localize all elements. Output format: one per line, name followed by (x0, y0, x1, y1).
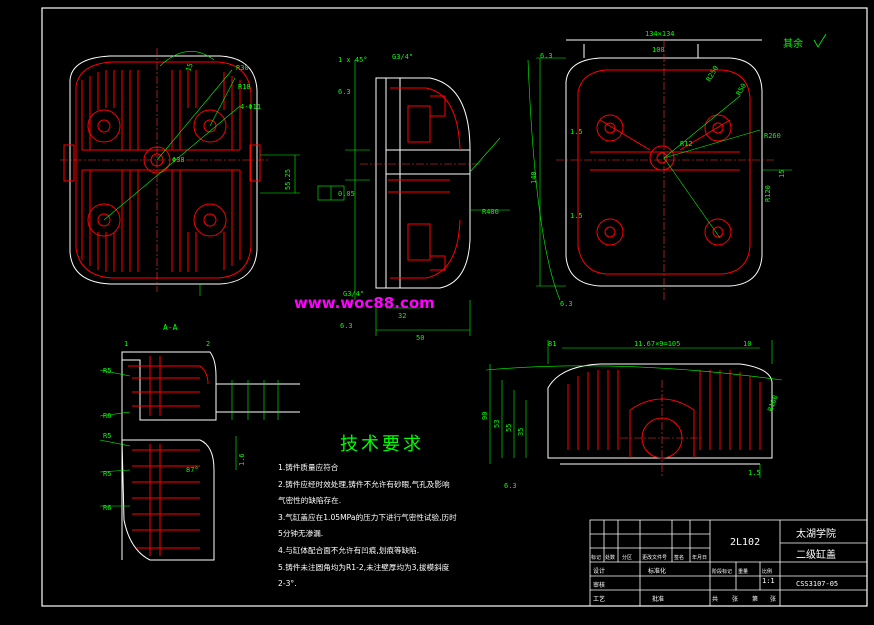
dim-6-3-b: 6.3 (340, 322, 353, 330)
requirement-item: 气密性的缺陷存在. (278, 496, 342, 506)
drawing-frame (41, 7, 868, 607)
head-sign: 签名 (674, 554, 684, 561)
dim-140: 140 (530, 171, 538, 184)
label-page: 第 (752, 595, 758, 603)
dim-r250: R250 (705, 64, 720, 83)
label-standard: 标准化 (648, 567, 666, 575)
dim-1-5-a: 1.5 (570, 128, 583, 136)
dim-g34-top: G3/4" (392, 53, 413, 61)
dim-55-25: 55.25 (284, 169, 292, 190)
dim-81: 81 (548, 340, 556, 348)
school-name: 太湖学院 (796, 527, 836, 540)
label-scale: 比例 (762, 568, 772, 575)
dim-r5-c: R5 (103, 470, 111, 478)
dim-3-5: 1.5 (748, 469, 761, 477)
dim-r400: R400 (482, 208, 499, 216)
dim-r18: R18 (238, 83, 251, 91)
section-label: A-A (163, 323, 178, 332)
dim-chamfer: 1 x 45° (338, 56, 368, 64)
label-review: 审核 (593, 581, 605, 589)
drawing-code: 2L102 (730, 537, 760, 548)
requirement-item: 4.与缸体配合面不允许有凹痕,划痕等缺陷. (278, 545, 420, 555)
head-change-doc: 更改文件号 (642, 554, 667, 561)
dim-d38: Φ38 (172, 156, 185, 164)
front-section-view: 1 x 45° G3/4" G3/4" 0.05 R400 50 32 6.3 … (317, 53, 510, 342)
label-stage: 阶段标记 (712, 568, 732, 575)
dim-90: 90 (481, 412, 489, 420)
dim-r12: R12 (680, 140, 693, 148)
part-name: 二级缸盖 (796, 548, 836, 561)
dim-6-3-d: 6.3 (560, 300, 573, 308)
dim-55: 55 (505, 424, 513, 432)
dim-r30: R30 (236, 64, 249, 72)
dim-r260: R260 (764, 132, 781, 140)
roughness-note: 其余 (783, 37, 803, 50)
requirement-item: 3.气缸盖应在1.05MPa的压力下进行气密性试验,历时 (278, 512, 457, 522)
dim-2: 2 (206, 340, 210, 348)
top-view: R30 R18 4-Φ11 Φ38 55.25 15 (60, 48, 300, 296)
scale-value: 1:1 (762, 577, 775, 585)
requirement-item: 5分钟无渗漏. (278, 529, 324, 539)
dim-6-3-a: 6.3 (338, 88, 351, 96)
label-approve: 批准 (652, 595, 664, 603)
bottom-view: 134×134 100 R250 R50 R260 R120 R12 140 1… (527, 30, 827, 308)
dim-r100: R100 (766, 394, 779, 413)
requirement-item: 1.铸件质量应符合 (278, 463, 339, 472)
dim-50: 50 (416, 334, 424, 342)
dim-53: 53 (493, 420, 501, 428)
label-process: 工艺 (593, 595, 605, 603)
label-weight: 重量 (738, 568, 748, 575)
requirements-title: 技术要求 (340, 434, 424, 455)
head-mark: 标记 (591, 554, 601, 561)
dim-1: 1 (124, 340, 128, 348)
requirement-item: 2.铸件应经时效处理,铸件不允许有砂眼,气孔及影响 (278, 479, 450, 489)
drawing-number: CSS3107-05 (796, 580, 838, 588)
dim-r5-b: R5 (103, 432, 111, 440)
head-zone: 分区 (622, 554, 632, 561)
requirement-item: 2-3°. (278, 579, 297, 589)
dim-holes: 4-Φ11 (240, 103, 261, 111)
label-sheet: 张 (732, 595, 738, 603)
dim-35: 35 (517, 428, 525, 436)
title-block (589, 519, 868, 607)
dim-6-3-c: 6.3 (540, 52, 553, 60)
dim-pitch: 11.67×9=105 (634, 340, 680, 348)
head-count: 处数 (605, 554, 615, 561)
dim-15: 15 (184, 62, 194, 73)
section-a-a: A-A R5 R6 R5 R5 R6 87° 1.6 1 2 (99, 323, 300, 561)
dim-g34-bottom: G3/4" (343, 290, 364, 298)
side-view: 81 11.67×9=105 10 90 53 55 35 R100 1.5 6… (481, 340, 783, 490)
dim-r120: R120 (764, 185, 772, 202)
dim-134x134: 134×134 (645, 30, 675, 38)
dim-10: 10 (743, 340, 751, 348)
requirements-list: 1.铸件质量应符合 2.铸件应经时效处理,铸件不允许有砂眼,气孔及影响 气密性的… (278, 460, 483, 593)
dim-87: 87° (186, 466, 199, 474)
dim-15-b: 15 (778, 170, 786, 178)
dim-r5-a: R5 (103, 367, 111, 375)
watermark: www.woc88.com (294, 294, 435, 312)
head-date: 年月日 (692, 554, 707, 561)
roughness-symbol (813, 33, 827, 48)
requirement-item: 5.铸件未注圆角均为R1-2,未注壁厚均为3,拔模斜度 (278, 562, 450, 572)
dim-1-6: 1.6 (238, 453, 246, 466)
dim-1-5-b: 1.5 (570, 212, 583, 220)
label-total: 共 (712, 595, 718, 603)
dim-100: 100 (652, 46, 665, 54)
dim-r6-b: R6 (103, 504, 111, 512)
dim-r6-a: R6 (103, 412, 111, 420)
dim-32: 32 (398, 312, 406, 320)
label-design: 设计 (593, 567, 605, 575)
dim-tolerance: 0.05 (338, 190, 355, 198)
dim-6-3-e: 6.3 (504, 482, 517, 490)
label-page-sheet: 张 (770, 595, 776, 603)
